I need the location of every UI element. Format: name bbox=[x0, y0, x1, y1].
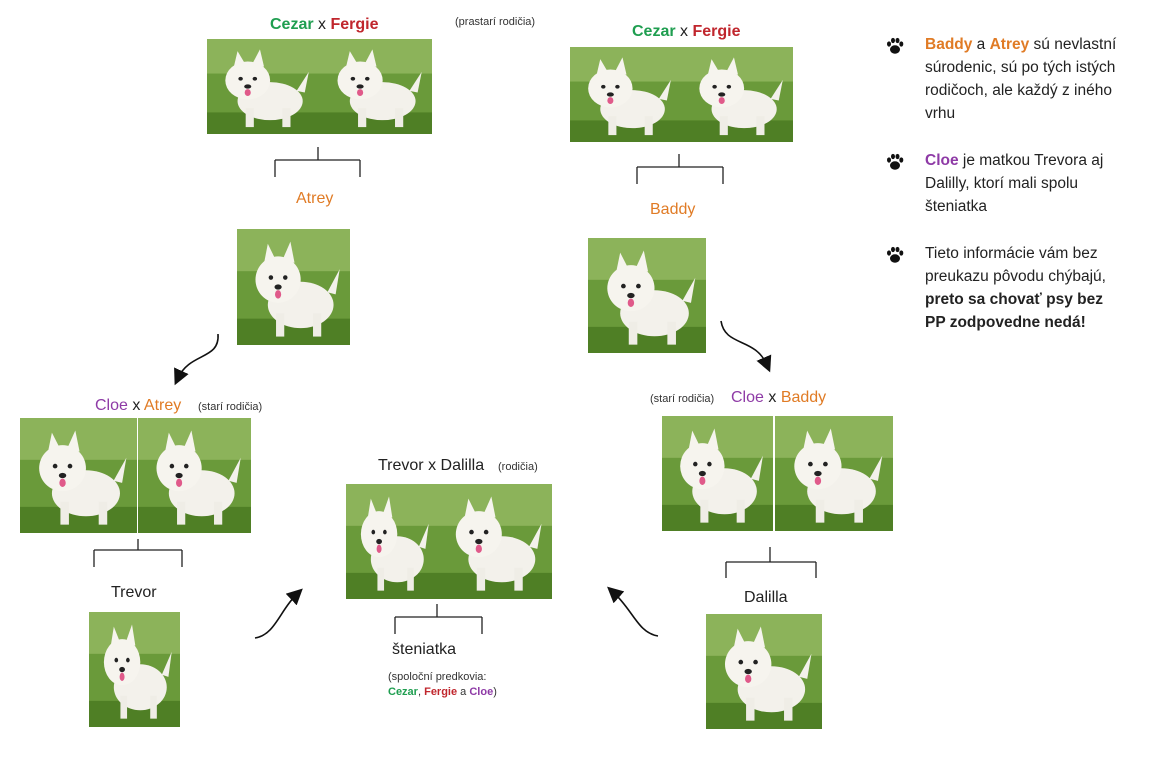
cezar-photo bbox=[570, 47, 681, 142]
baddy-photo bbox=[588, 238, 706, 353]
paw-icon bbox=[885, 152, 905, 172]
note-item: Cloe je matkou Trevora aj Dalilly, ktorí… bbox=[885, 149, 1125, 218]
atrey-label: Atrey bbox=[296, 190, 334, 207]
paw-icon bbox=[885, 245, 905, 265]
right-top-pair-title: Cezar x Fergie bbox=[632, 23, 741, 40]
atrey-photo bbox=[138, 418, 251, 533]
baddy-photo bbox=[775, 416, 893, 531]
note-item: Tieto informácie vám bez preukazu pôvodu… bbox=[885, 242, 1125, 334]
arrow-icon bbox=[174, 333, 219, 386]
family-bracket bbox=[394, 604, 483, 634]
note-item: Baddy a Atrey sú nevlastní súrodenic, sú… bbox=[885, 33, 1125, 125]
puppies-note: (spoloční predkovia: Cezar, Fergie a Clo… bbox=[388, 671, 497, 698]
fergie-photo bbox=[319, 39, 432, 134]
cezar-label: Cezar bbox=[270, 16, 314, 33]
dalilla-photo bbox=[706, 614, 822, 729]
paw-icon bbox=[885, 36, 905, 56]
family-bracket bbox=[274, 147, 361, 177]
cloe-photo bbox=[20, 418, 137, 533]
arrow-icon bbox=[607, 586, 659, 637]
trevor-photo bbox=[89, 612, 180, 727]
cezar-photo bbox=[207, 39, 319, 134]
grandparents-note: (starí rodičia) bbox=[198, 401, 263, 413]
dalilla-label: Dalilla bbox=[744, 589, 788, 606]
right-grandparents-title: Cloe x Baddy bbox=[731, 389, 827, 406]
cloe-photo bbox=[662, 416, 773, 531]
atrey-photo bbox=[237, 229, 350, 345]
arrow-icon bbox=[720, 320, 772, 373]
fergie-photo bbox=[681, 47, 793, 142]
family-bracket bbox=[636, 154, 724, 184]
family-bracket bbox=[93, 539, 183, 567]
family-bracket bbox=[725, 547, 817, 578]
baddy-label: Baddy bbox=[650, 201, 696, 218]
trevor-photo bbox=[346, 484, 437, 599]
grandparents-note: (starí rodičia) bbox=[650, 393, 715, 405]
trevor-label: Trevor bbox=[111, 584, 157, 601]
puppies-label: šteniatka bbox=[392, 641, 457, 658]
dalilla-photo bbox=[437, 484, 552, 599]
arrow-icon bbox=[254, 588, 303, 639]
fergie-label: Fergie bbox=[330, 16, 379, 33]
notes-panel: Baddy a Atrey sú nevlastní súrodenic, sú… bbox=[885, 33, 1125, 358]
left-grandparents-title: Cloe x Atrey bbox=[95, 397, 182, 414]
great-grandparents-note: (prastarí rodičia) bbox=[455, 16, 536, 28]
left-top-pair-title: Cezar x Fergie bbox=[270, 16, 379, 33]
parents-title: Trevor x Dalilla bbox=[378, 457, 485, 474]
parents-note: (rodičia) bbox=[498, 461, 538, 473]
